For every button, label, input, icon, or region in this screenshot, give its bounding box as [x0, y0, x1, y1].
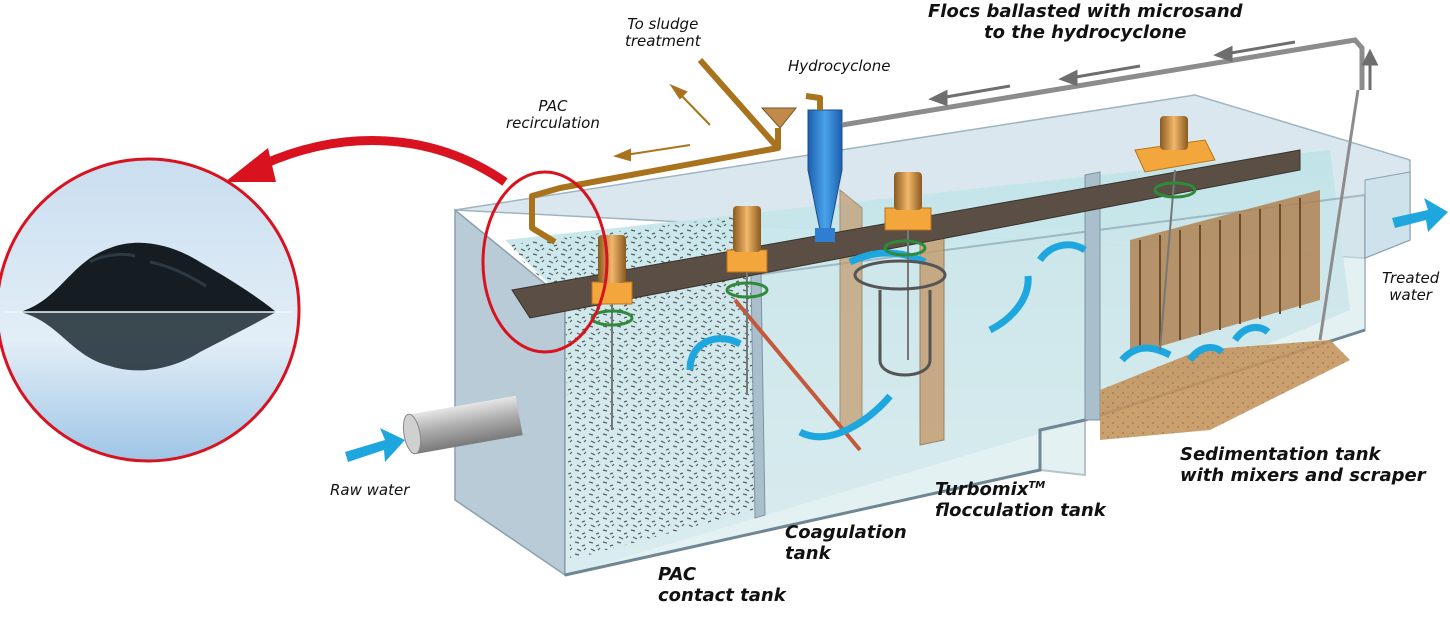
treated-water-label: Treated water — [1382, 269, 1440, 305]
raw-water-inlet-pipe — [402, 395, 523, 455]
sludge-pipes — [529, 58, 823, 245]
sedimentation-tank-label: Sedimentation tank with mixers and scrap… — [1180, 444, 1426, 486]
pac-recirculation-arrow — [225, 136, 508, 186]
pac-recirculation-highlight — [481, 170, 609, 354]
flow-arrow-icon — [345, 198, 1448, 462]
lamella-settler — [1130, 190, 1320, 355]
floc-return-pipe — [841, 37, 1379, 341]
coagulation-tank-label: Coagulation tank — [785, 522, 907, 564]
flocs-ballasted-label: Flocs ballasted with microsand to the hy… — [928, 1, 1243, 43]
to-sludge-treatment-label: To sludge treatment — [625, 15, 701, 51]
turbomix-draft-tube — [853, 259, 947, 377]
walkway — [511, 149, 1301, 319]
sludge-flow-arrows — [613, 83, 711, 162]
water-circulation-arrows — [686, 241, 1271, 441]
pac-contact-tank-label: PAC contact tank — [658, 564, 786, 606]
hydrocyclone-label: Hydrocyclone — [788, 57, 891, 75]
raw-water-label: Raw water — [330, 481, 410, 499]
pac-recirculation-label: PAC recirculation — [506, 97, 600, 133]
mixer-motor-icon — [591, 116, 1216, 430]
activated-carbon-photo-icon — [0, 157, 301, 463]
turbomix-flocculation-label: TurbomixTM flocculation tank — [935, 479, 1106, 521]
hydrocyclone — [760, 107, 843, 242]
